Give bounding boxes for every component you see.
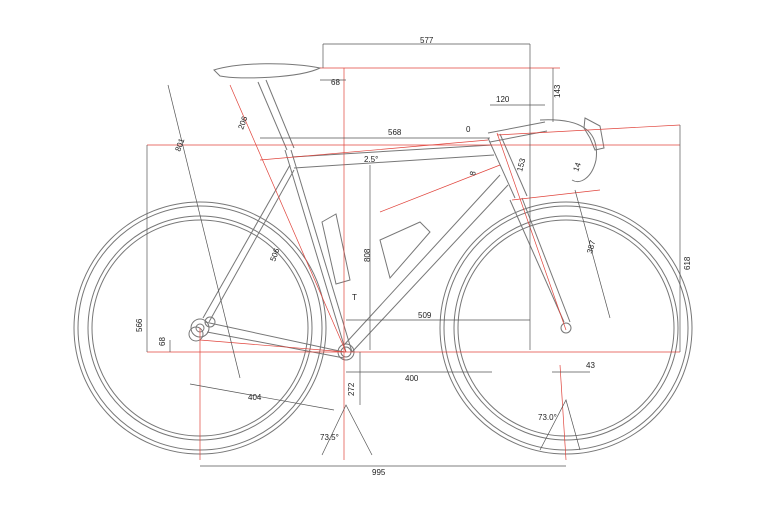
label-stem-length: 120 (496, 95, 510, 104)
label-bb-height: 566 (135, 318, 144, 332)
label-headset: 14 (571, 161, 583, 173)
label-saddle-setback: 68 (331, 78, 340, 87)
label-reach: 509 (418, 311, 432, 320)
label-fork-offset: 43 (586, 361, 595, 370)
label-bb-to-front: 400 (405, 374, 419, 383)
label-stack: 618 (683, 256, 692, 270)
label-seatpost-length: 206 (236, 115, 249, 131)
label-top-reach: 577 (420, 36, 434, 45)
label-spacer: 8 (468, 170, 478, 176)
label-effective-top-tube: 568 (388, 128, 402, 137)
label-seat-tube-length: 808 (363, 248, 372, 262)
label-chainstay-length: 404 (248, 393, 262, 402)
label-seat-angle: 73.5° (320, 433, 339, 442)
dimension-labels: 577 68 143 120 0 568 2.5° 808 206 801 15… (135, 36, 692, 477)
label-t: T (352, 293, 357, 302)
label-saddle-height: 801 (173, 137, 186, 153)
bike-frame (188, 63, 605, 361)
label-fork-length: 387 (585, 239, 597, 255)
label-top-tube-angle: 2.5° (364, 155, 378, 164)
label-head-angle: 73.0° (538, 413, 557, 422)
label-wheelbase: 995 (372, 468, 386, 477)
label-bb-drop-height: 272 (347, 382, 356, 396)
label-seat-tube-c: 506 (268, 247, 281, 263)
geometry-red-lines (147, 67, 681, 461)
front-wheel (439, 201, 693, 455)
label-stack-drop: 143 (553, 84, 562, 98)
label-head-tube-length: 153 (515, 157, 527, 173)
label-bar-offset: 0 (466, 125, 471, 134)
label-bb-drop: 68 (158, 337, 167, 346)
dimension-lines (146, 43, 681, 467)
